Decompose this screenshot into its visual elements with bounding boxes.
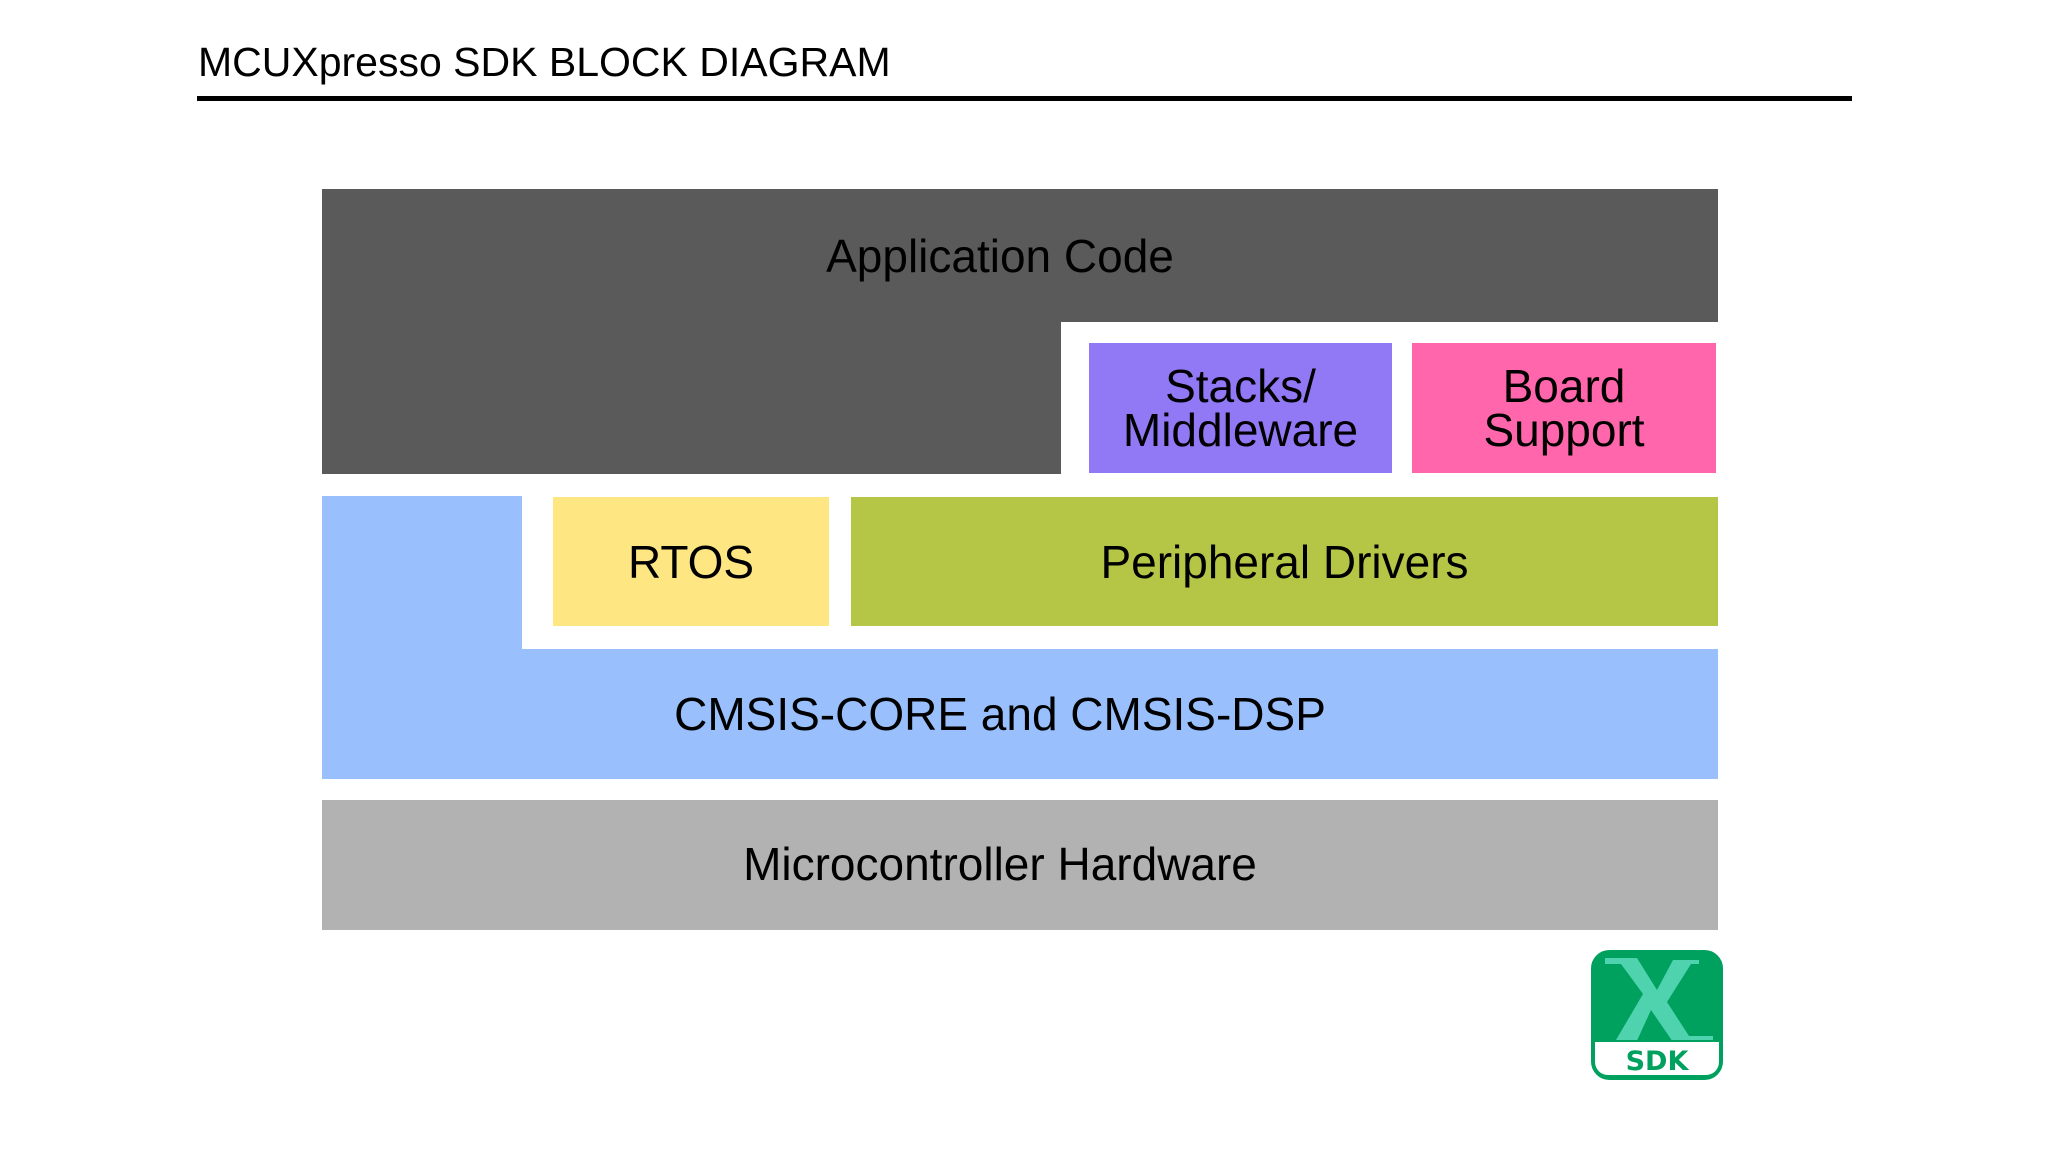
board-support-label-line-1: Board bbox=[1502, 360, 1626, 412]
application-code-block-top bbox=[322, 189, 1718, 322]
logo-outline bbox=[1591, 950, 1723, 1080]
rtos-label: RTOS bbox=[627, 536, 755, 588]
sdk-logo-icon: SDK bbox=[1591, 950, 1723, 1080]
logo-sdk-text: SDK bbox=[1626, 1046, 1690, 1077]
logo-band-top bbox=[1595, 1042, 1719, 1056]
board-support-block bbox=[1412, 343, 1716, 473]
cmsis-block-left bbox=[322, 496, 522, 649]
microcontroller-hardware-label: Microcontroller Hardware bbox=[743, 838, 1257, 890]
board-support-label: Board Support bbox=[1412, 360, 1716, 456]
peripheral-drivers-label: Peripheral Drivers bbox=[1100, 536, 1469, 588]
rtos-block bbox=[553, 497, 829, 626]
page-title: MCUXpresso SDK BLOCK DIAGRAM bbox=[198, 39, 891, 85]
stacks-middleware-label-line-2: Middleware bbox=[1122, 404, 1359, 456]
peripheral-drivers-block bbox=[851, 497, 1718, 626]
cmsis-label: CMSIS-CORE and CMSIS-DSP bbox=[674, 688, 1326, 740]
microcontroller-hardware-block bbox=[322, 800, 1718, 930]
logo-x-mark bbox=[1605, 958, 1713, 1045]
stacks-middleware-block bbox=[1089, 343, 1392, 473]
application-code-block-left bbox=[322, 322, 1061, 474]
board-support-label-line-2: Support bbox=[1483, 404, 1645, 456]
stacks-middleware-label: Stacks/ Middleware bbox=[1089, 360, 1392, 456]
application-code-label: Application Code bbox=[826, 230, 1174, 282]
cmsis-block-bottom bbox=[322, 649, 1718, 779]
stacks-middleware-label-line-1: Stacks/ bbox=[1165, 360, 1316, 412]
title-underline bbox=[197, 96, 1852, 101]
